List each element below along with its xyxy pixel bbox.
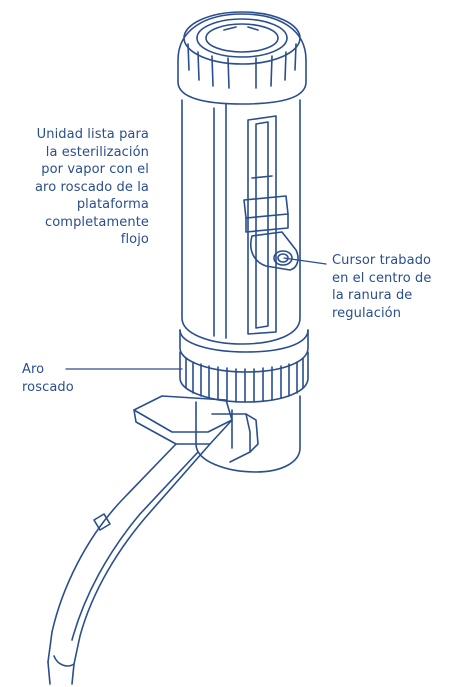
callout-line: aro roscado de la bbox=[34, 179, 149, 195]
callout-steam-sterilization: Unidad lista para la esterilización por … bbox=[35, 126, 149, 249]
callout-line: flojo bbox=[120, 232, 149, 247]
callout-line: por vapor con el bbox=[41, 162, 149, 177]
callout-line: Unidad lista para bbox=[36, 127, 149, 142]
callout-line: Aro bbox=[22, 362, 45, 377]
callout-thread-ring: Aro roscado bbox=[22, 361, 74, 396]
leader-line-cursor bbox=[283, 257, 327, 265]
volume-cursor bbox=[243, 195, 299, 271]
valve-block bbox=[195, 395, 301, 473]
callout-line: roscado bbox=[22, 379, 74, 395]
callout-line: la esterilización bbox=[45, 144, 149, 160]
callout-line: la ranura de bbox=[332, 288, 413, 303]
dispenser-housing bbox=[181, 99, 301, 345]
callout-line: completamente bbox=[45, 214, 149, 230]
discharge-tube bbox=[47, 395, 259, 685]
volume-hand-wheel bbox=[177, 11, 307, 105]
callout-line: en el centro de bbox=[332, 270, 432, 286]
callout-line: regulación bbox=[332, 305, 402, 321]
thread-ring bbox=[179, 329, 309, 403]
callout-line: plataforma bbox=[76, 197, 149, 212]
callout-line: Cursor trabado bbox=[332, 253, 432, 268]
callout-cursor-locked: Cursor trabado en el centro de la ranura… bbox=[332, 252, 432, 322]
